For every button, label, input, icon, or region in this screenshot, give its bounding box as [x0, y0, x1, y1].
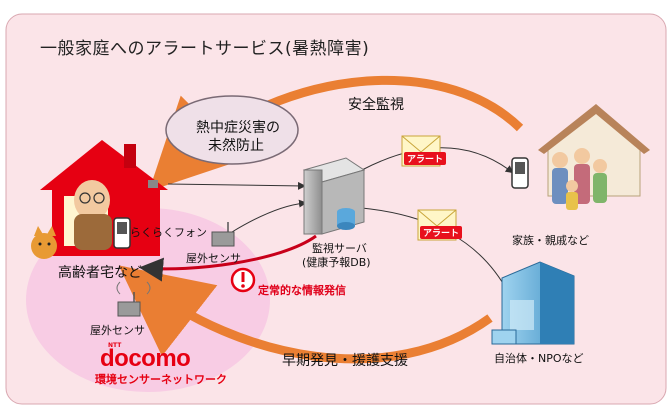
early-detection-label: 早期発見・援護支援	[282, 353, 408, 369]
elderly-person-icon	[74, 180, 112, 250]
cat-mascot-icon	[31, 226, 57, 259]
outdoor-sensor-1-icon	[211, 222, 235, 247]
sensor-to-server-line	[231, 199, 307, 233]
monitor-server-icon	[302, 157, 366, 235]
ntt-mark: NTT	[108, 342, 122, 349]
roof-sensor-icon	[148, 180, 158, 188]
server-to-home-info-line	[139, 234, 317, 282]
page-title: 一般家庭へのアラートサービス(暑熱障害)	[40, 39, 370, 59]
warning-icon	[230, 267, 256, 293]
server-to-family-line	[361, 147, 514, 174]
outdoor-sensor-2-icon	[117, 292, 141, 317]
prevention-bubble	[165, 95, 299, 165]
antenna-icon	[116, 281, 151, 295]
family-house-icon	[538, 104, 650, 197]
municipality-label: 自治体・NPOなど	[494, 352, 584, 365]
regular-info-label: 定常的な情報発信	[258, 284, 346, 297]
elderly-home-label: 高齢者宅など	[58, 265, 142, 281]
sensor-network-label: 環境センサーネットワーク	[95, 373, 227, 386]
raku-phone-icon	[113, 217, 131, 249]
alert-2-label: アラート	[420, 226, 463, 239]
family-label: 家族・親戚など	[512, 234, 589, 247]
bubble-text-line2: 未然防止	[208, 138, 264, 154]
raku-phone-label: らくらくフォン	[130, 226, 207, 239]
docomo-logo: docomo	[100, 345, 191, 372]
early-detection-arrow	[118, 265, 493, 364]
outdoor-sensor-2-label: 屋外センサ	[90, 324, 145, 337]
municipality-building-icon	[491, 261, 575, 345]
safety-watch-label: 安全監視	[348, 97, 404, 113]
monitor-server-sublabel: (健康予報DB)	[302, 256, 371, 269]
alert-1-label: アラート	[404, 152, 447, 165]
monitor-server-label: 監視サーバ	[312, 242, 367, 255]
family-people-icon	[552, 148, 607, 210]
bubble-text-line1: 熱中症災害の	[196, 120, 280, 136]
outdoor-sensor-1-label: 屋外センサ	[186, 252, 241, 265]
family-phone-icon	[511, 157, 529, 189]
home-to-server-line	[167, 181, 306, 190]
